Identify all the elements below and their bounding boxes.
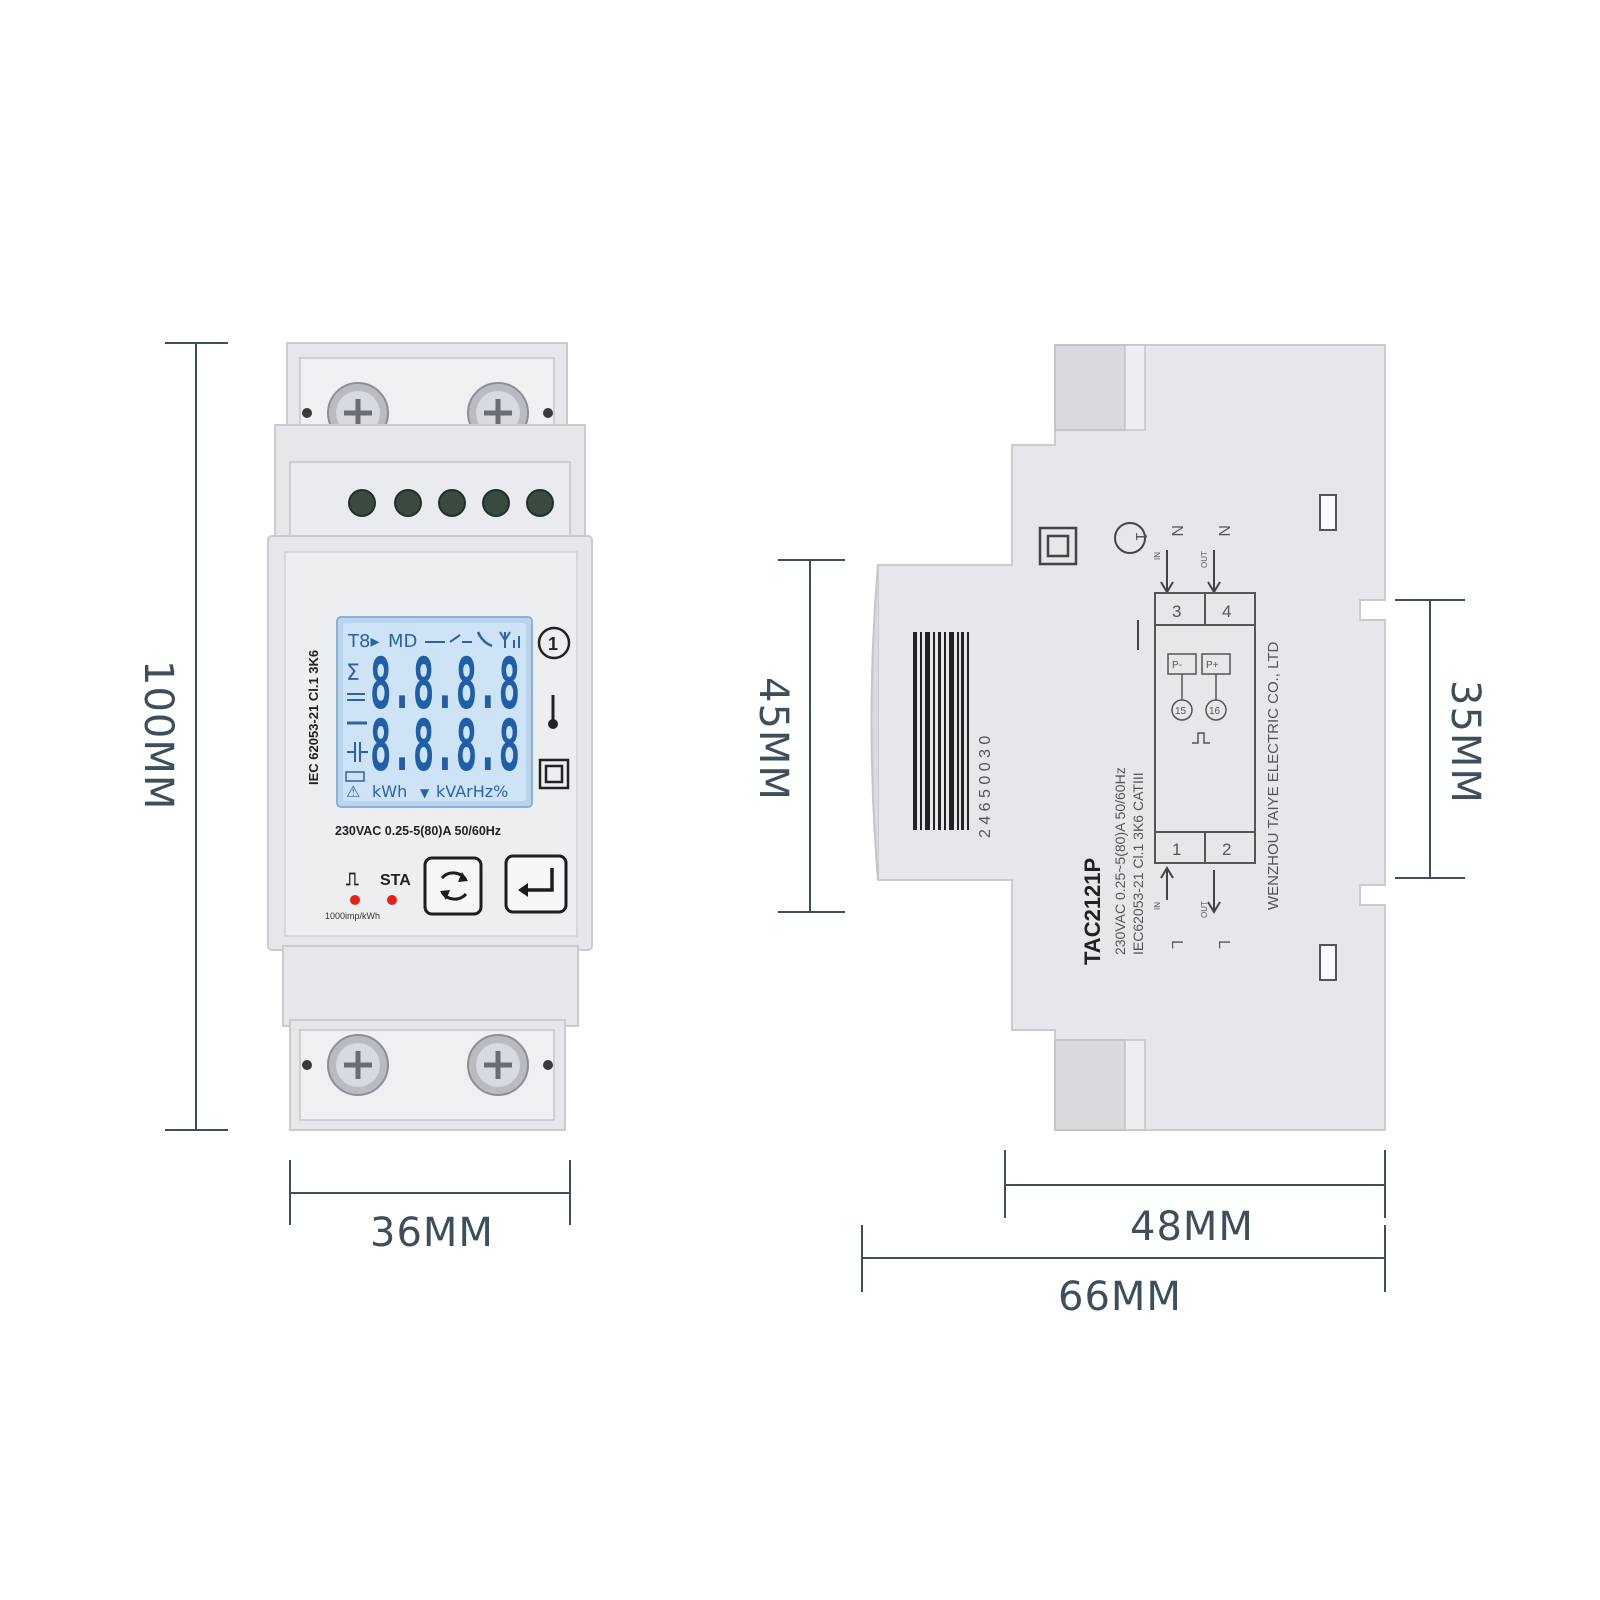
svg-text:1: 1 <box>548 634 558 654</box>
wiring-diagram: 3 4 P- P+ 15 16 1 2 <box>1154 592 1256 864</box>
width-label: 36MM <box>370 1210 494 1256</box>
depth-inner-dimension: 48MM <box>1004 1150 1386 1250</box>
terminal-2: 2 <box>1222 840 1231 859</box>
module-height-dimension: 45MM <box>750 559 845 913</box>
lcd-unit-kvar: kVArHz% <box>436 782 508 801</box>
bottom-tier <box>282 945 579 1027</box>
depth-total-label: 66MM <box>1058 1274 1182 1320</box>
barcode-number: 2 4 6 5 0 0 3 0 <box>977 736 994 838</box>
label-out-top: OUT <box>1200 551 1209 568</box>
manufacturer-label: WENZHOU TAIYE ELECTRIC CO., LTD <box>1265 641 1282 910</box>
pulse-15: 15 <box>1175 706 1187 717</box>
direction-icon <box>347 693 365 701</box>
depth-total-dimension: 66MM <box>861 1225 1386 1320</box>
depth-inner-label: 48MM <box>1130 1204 1254 1250</box>
pulse-icon <box>1192 732 1210 744</box>
sta-label: STA <box>380 872 411 889</box>
side-view: 2 4 6 5 0 0 3 0 1 N N IN OUT 3 4 P- P+ <box>870 344 1386 1131</box>
enter-button[interactable] <box>504 854 568 914</box>
height-dimension: 100MM <box>135 342 228 1131</box>
arrow-up-icon <box>1160 866 1174 900</box>
pulse-minus: P- <box>1172 660 1182 671</box>
front-rating-label: 230VAC 0.25-5(80)A 50/60Hz <box>335 824 501 838</box>
rail-height-dimension: 35MM <box>1395 599 1488 879</box>
lcd-arrow-icon: ▼ <box>420 786 430 800</box>
label-l-in: L <box>1168 940 1185 949</box>
height-label: 100MM <box>135 660 181 810</box>
cycle-button[interactable] <box>423 856 483 916</box>
terminal-4: 4 <box>1222 602 1231 621</box>
switch-icon <box>425 634 472 643</box>
warning-icon: ⚠ <box>346 782 360 801</box>
front-view: IEC 62053-21 Cl.1 3K6 T8▸ MD Σ 8.8.8.8 8… <box>267 342 593 1131</box>
width-dimension: 36MM <box>289 1160 571 1256</box>
label-n-in: N <box>1168 525 1185 537</box>
label-out-bottom: OUT <box>1200 901 1209 918</box>
arrow-down-icon <box>1207 870 1221 914</box>
label-l-out: L <box>1215 940 1232 949</box>
pulse-led <box>350 895 360 905</box>
battery-icon <box>345 771 365 782</box>
enter-icon <box>522 868 554 892</box>
pulse-16: 16 <box>1209 706 1221 717</box>
lcd-unit-kwh: kWh <box>372 782 407 801</box>
rail-height-label: 35MM <box>1442 680 1488 804</box>
lcd-tariff: T8▸ <box>347 631 379 652</box>
side-body <box>877 344 1386 1131</box>
double-insulation-icon <box>538 758 570 790</box>
module-height-label: 45MM <box>750 677 796 801</box>
capacitor-icon <box>347 742 368 762</box>
side-rating-label: 230VAC 0.25~5(80)A 50/60Hz <box>1112 767 1128 955</box>
phone-icon <box>476 631 493 648</box>
barcode <box>913 632 969 830</box>
signal-icon <box>499 631 520 648</box>
sigma-icon: Σ <box>346 661 360 686</box>
aux-terminals <box>348 489 554 517</box>
thermometer-icon <box>548 695 558 729</box>
class-1-icon: 1 <box>537 626 571 660</box>
screw-icon <box>467 1034 529 1096</box>
imp-label: 1000imp/kWh <box>325 911 380 921</box>
screw-icon <box>327 1034 389 1096</box>
pulse-label: ⎍ <box>346 869 359 889</box>
lcd-display: T8▸ MD Σ 8.8.8.8 8.8.8.8 ⚠ kWh ▼ kVArHz% <box>336 616 533 808</box>
label-in-bottom: IN <box>1153 902 1162 910</box>
lcd-row-2: 8.8.8.8 <box>370 705 520 787</box>
side-standard-label: IEC62053-21 Cl.1 3K6 CATIII <box>1130 772 1146 955</box>
lcd-row-1: 8.8.8.8 <box>370 643 520 725</box>
label-n-out: N <box>1215 525 1232 537</box>
class-1-icon: 1 <box>1114 522 1149 554</box>
standard-label: IEC 62053-21 Cl.1 3K6 <box>306 650 321 785</box>
lcd-md: MD <box>388 631 417 652</box>
pulse-plus: P+ <box>1206 660 1219 671</box>
terminal-1: 1 <box>1172 840 1181 859</box>
terminal-3: 3 <box>1172 602 1181 621</box>
svg-text:1: 1 <box>1132 532 1149 541</box>
sta-led <box>387 895 397 905</box>
model-label: TAC2121P <box>1080 858 1105 965</box>
label-in-top: IN <box>1153 552 1162 560</box>
double-insulation-icon <box>1038 526 1078 566</box>
